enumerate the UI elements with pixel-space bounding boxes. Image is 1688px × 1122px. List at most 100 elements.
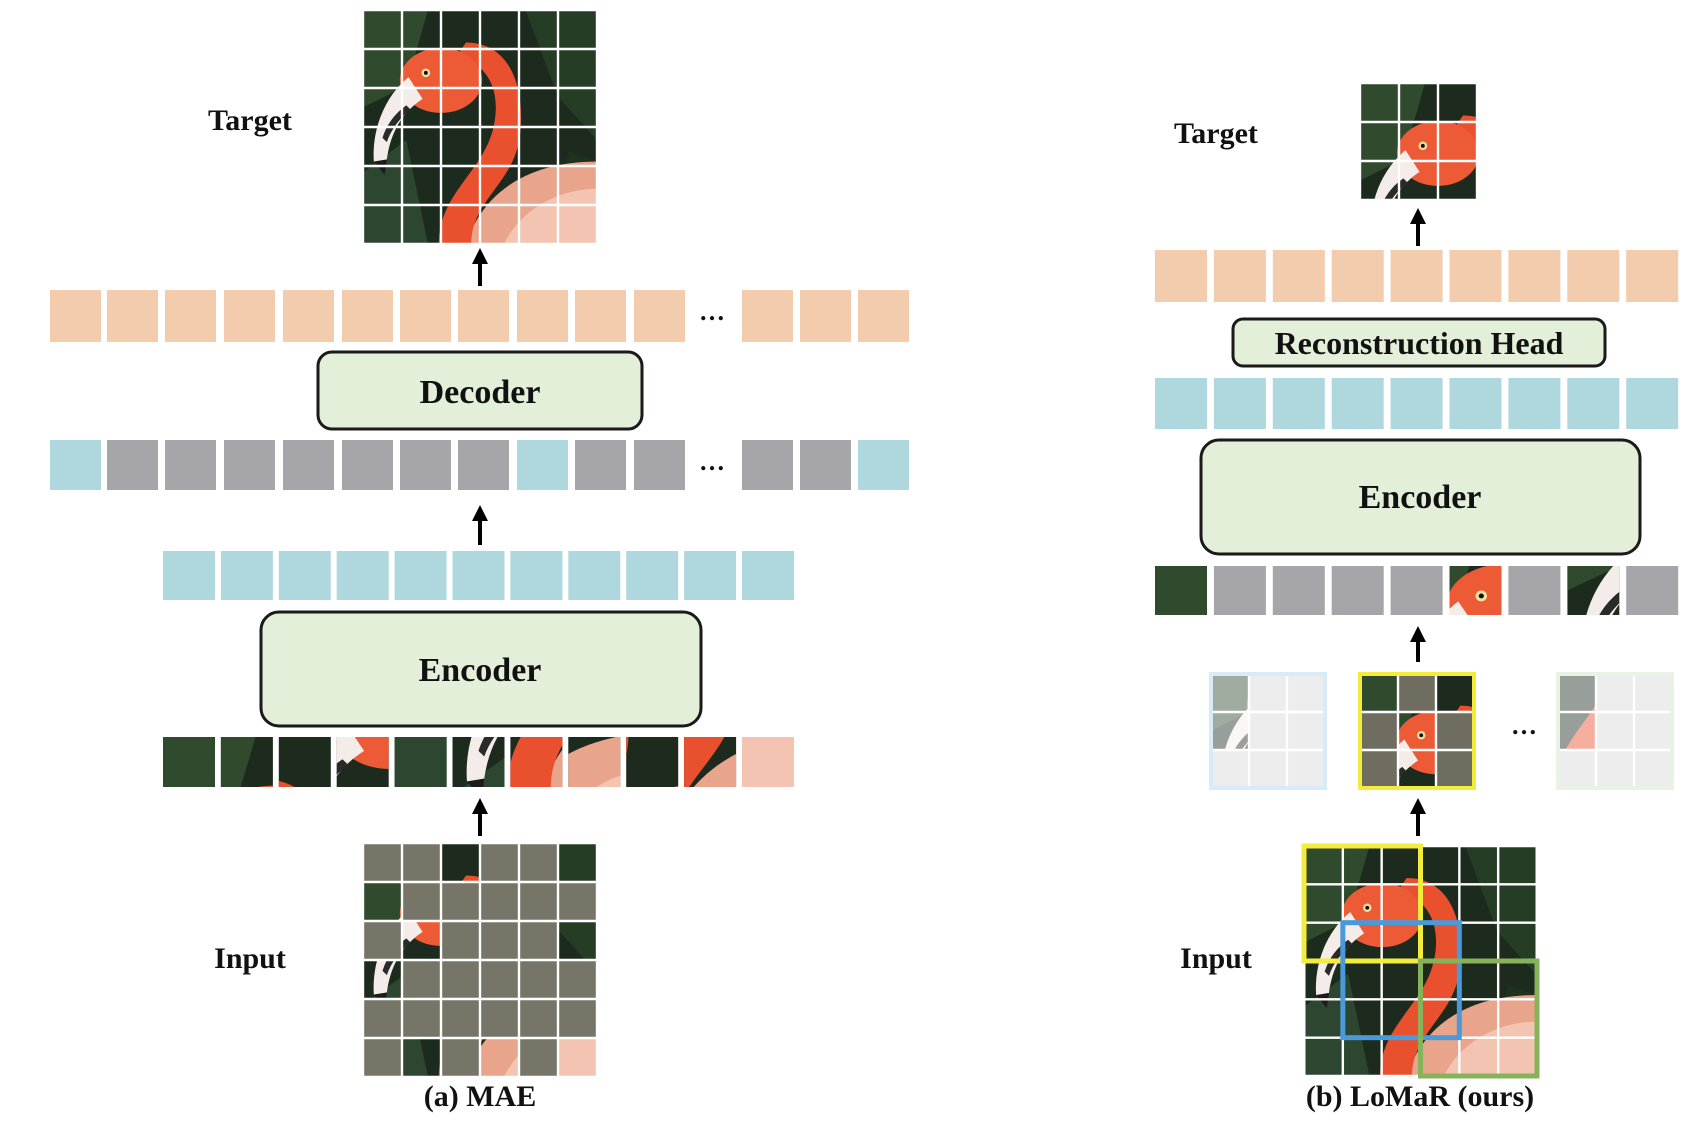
token-blue <box>517 440 568 490</box>
token-gray <box>283 440 334 490</box>
local-window <box>1358 672 1476 790</box>
target-grid <box>361 8 599 246</box>
token-gray <box>634 440 685 490</box>
token-blue <box>1567 378 1620 429</box>
masked-patch <box>1436 712 1474 750</box>
panel-b-target-image <box>1358 81 1479 202</box>
token-blue <box>858 440 909 490</box>
masked-patch <box>1249 750 1287 788</box>
token-gray <box>224 440 275 490</box>
token-gray <box>400 440 451 490</box>
masked-patch <box>1596 750 1634 788</box>
token-blue <box>1155 378 1207 429</box>
token-blue <box>1449 378 1502 429</box>
token-orange <box>1567 250 1620 302</box>
masked-patch <box>1287 674 1325 712</box>
token-orange <box>458 290 509 342</box>
panel-b-input-label: Input <box>1180 942 1252 975</box>
token-orange <box>1390 250 1443 302</box>
masked-patch <box>1249 674 1287 712</box>
token-orange <box>1213 250 1266 302</box>
masked-patch <box>480 999 519 1038</box>
token-orange <box>50 290 101 342</box>
masked-patch <box>480 843 519 882</box>
input-grid <box>361 841 599 1079</box>
panel-b-caption: (b) LoMaR (ours) <box>1306 1080 1534 1113</box>
token-orange <box>800 290 851 342</box>
masked-patch <box>1596 674 1634 712</box>
token-orange <box>283 290 334 342</box>
encoder-box: Encoder <box>1199 438 1642 556</box>
token-orange <box>1508 250 1561 302</box>
token-blue <box>1213 378 1266 429</box>
masked-patch <box>1634 712 1672 750</box>
masked-patch <box>441 882 480 921</box>
masked-patch <box>1398 674 1436 712</box>
token-orange <box>517 290 568 342</box>
token-blue <box>1390 378 1443 429</box>
token-orange <box>1449 250 1502 302</box>
masked-patch <box>1249 712 1287 750</box>
masked-patch <box>519 882 558 921</box>
masked-patch <box>441 960 480 999</box>
token-orange <box>742 290 793 342</box>
ellipsis: … <box>699 447 725 476</box>
token-blue <box>220 551 273 600</box>
masked-patch <box>558 999 597 1038</box>
token-orange <box>107 290 158 342</box>
masked-patch <box>1596 712 1634 750</box>
masked-patch <box>480 960 519 999</box>
token-orange <box>1626 250 1679 302</box>
panel-a-mae: Target … Decoder … Enc <box>50 8 909 1113</box>
local-window-row <box>1209 672 1674 790</box>
panel-a-target-label: Target <box>208 104 292 137</box>
token-blue <box>742 551 794 600</box>
masked-patch <box>1558 750 1596 788</box>
panel-a-input-label: Input <box>214 942 286 975</box>
token-gray <box>742 440 793 490</box>
masked-patch <box>441 921 480 960</box>
arrow-up <box>1410 208 1426 246</box>
masked-patch <box>363 1038 402 1077</box>
token-gray <box>1272 566 1325 615</box>
window-border <box>1556 672 1674 790</box>
token-orange <box>400 290 451 342</box>
token-orange <box>342 290 393 342</box>
masked-patch <box>519 843 558 882</box>
masked-patch <box>480 882 519 921</box>
token-blue <box>568 551 621 600</box>
token-blue <box>1508 378 1561 429</box>
window-outline <box>1340 920 1462 1041</box>
ellipsis: … <box>1511 711 1537 740</box>
encoder-label: Encoder <box>419 652 542 689</box>
masked-patch <box>1287 712 1325 750</box>
arrow-up <box>1410 798 1426 836</box>
masked-patch <box>402 882 441 921</box>
encoded-token-row <box>163 551 794 600</box>
arrow-up <box>1410 626 1426 662</box>
window-outline <box>1301 843 1423 964</box>
head-output-token-row <box>1155 250 1679 302</box>
token-orange <box>224 290 275 342</box>
mask-overlay <box>363 843 597 1077</box>
arrow-up <box>472 798 488 836</box>
local-window <box>1209 672 1327 790</box>
token-gray <box>1508 566 1561 615</box>
encoder-box: Encoder <box>259 610 703 728</box>
masked-patch <box>519 999 558 1038</box>
token-orange <box>858 290 909 342</box>
masked-patch <box>558 882 597 921</box>
window-border <box>1358 672 1476 790</box>
masked-patch <box>519 921 558 960</box>
panel-b-input-image <box>1301 843 1540 1079</box>
masked-patch <box>1211 750 1249 788</box>
token-blue <box>163 551 215 600</box>
token-blue <box>626 551 679 600</box>
masked-patch <box>441 999 480 1038</box>
decoder-input-token-row <box>50 440 909 490</box>
token-orange <box>575 290 626 342</box>
reconstruction-head-label: Reconstruction Head <box>1275 325 1564 361</box>
token-orange <box>1155 250 1207 302</box>
token-blue <box>50 440 101 490</box>
masked-patch <box>558 960 597 999</box>
